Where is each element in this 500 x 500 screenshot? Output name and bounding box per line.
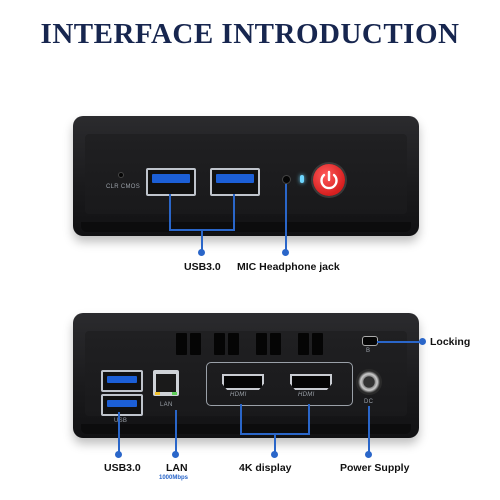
callout-lan-speed: 1000Mbps [159, 475, 189, 481]
callout-locking: Locking [430, 336, 471, 348]
front-usb-port-2 [210, 168, 260, 196]
callout-usb3-front: USB3.0 [184, 261, 221, 273]
lan-port [153, 370, 179, 396]
clr-cmos-hole [118, 172, 124, 178]
back-usb-port-1 [101, 370, 143, 392]
usb-back-dot [115, 451, 122, 458]
power-button [313, 164, 345, 196]
vent [176, 333, 187, 355]
hdmi-port-2 [290, 374, 332, 390]
status-led [300, 175, 304, 183]
lan-line [175, 410, 177, 456]
back-usb-label: USB [114, 418, 128, 424]
locking-dot [419, 338, 426, 345]
vent [270, 333, 281, 355]
callout-power-supply: Power Supply [340, 462, 410, 474]
usb-front-line-down [201, 229, 203, 251]
power-dot [365, 451, 372, 458]
hdmi-label-1: HDMI [230, 392, 247, 398]
callout-4k-display: 4K display [239, 462, 292, 474]
vent [214, 333, 225, 355]
lan-port-label: LAN [160, 402, 173, 408]
page-title: INTERFACE INTRODUCTION [40, 18, 460, 50]
hdmi-frame [206, 362, 353, 406]
display-line-left [240, 404, 242, 434]
power-line [368, 406, 370, 456]
dc-label: DC [364, 399, 374, 405]
display-dot [271, 451, 278, 458]
vent [312, 333, 323, 355]
vent [256, 333, 267, 355]
clr-cmos-label: CLR CMOS [106, 184, 141, 190]
callout-usb3-back: USB3.0 [104, 462, 141, 474]
usb-back-line [118, 412, 120, 456]
display-line-right [308, 404, 310, 434]
usb-front-line-right [233, 194, 235, 230]
mic-line [285, 184, 287, 250]
callout-mic-headphone: MIC Headphone jack [237, 261, 340, 273]
audio-jack [282, 175, 291, 184]
display-line-down [274, 433, 276, 455]
kensington-lock-slot [362, 336, 378, 346]
back-base [81, 424, 411, 434]
back-usb-port-2 [101, 394, 143, 416]
lock-label: B [366, 348, 371, 354]
hdmi-port-1 [222, 374, 264, 390]
mic-dot [282, 249, 289, 256]
vent [190, 333, 201, 355]
callout-lan: LAN [166, 462, 188, 474]
hdmi-label-2: HDMI [298, 392, 315, 398]
locking-line [377, 341, 423, 343]
usb-front-dot [198, 249, 205, 256]
dc-power-jack [356, 369, 382, 395]
usb-front-line-left [169, 194, 171, 230]
vent [298, 333, 309, 355]
front-base [81, 222, 411, 232]
front-usb-port-1 [146, 168, 196, 196]
lan-dot [172, 451, 179, 458]
vent [228, 333, 239, 355]
power-icon [320, 170, 338, 190]
